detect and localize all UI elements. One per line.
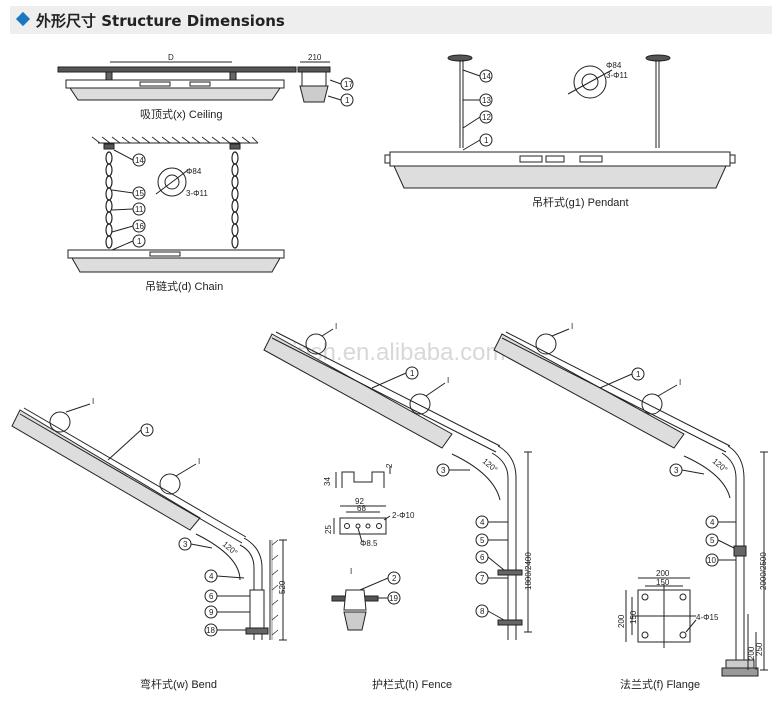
part-4-bend: 4 (209, 572, 214, 581)
dim-25: 25 (324, 525, 333, 534)
page-title: 外形尺寸 Structure Dimensions (36, 12, 285, 30)
part-11-chain: 11 (135, 205, 144, 214)
part-1-pendant: 1 (484, 136, 489, 145)
part-4-fence: 4 (480, 518, 485, 527)
part-16-chain: 16 (135, 222, 144, 231)
part-3-flange: 3 (674, 466, 679, 475)
dim-2000: 2000/2500 (759, 552, 768, 590)
dim-2: 2 (385, 463, 394, 468)
part-9-bend: 9 (209, 608, 214, 617)
part-1-flange: 1 (636, 370, 641, 379)
part-5-fence: 5 (480, 536, 485, 545)
pendant-view (384, 54, 736, 189)
part-3-bend: 3 (183, 540, 188, 549)
part-1: 1 (345, 96, 350, 105)
dim-f200: 200 (656, 569, 670, 578)
chain-view (67, 136, 285, 273)
part-18-bend: 18 (206, 626, 215, 635)
part-1-chain: 1 (137, 237, 142, 246)
dim-h200: 200 (747, 646, 756, 660)
part-8-fence: 8 (480, 607, 485, 616)
dim-f150v: 150 (629, 610, 638, 624)
caption-flange: 法兰式(f) Flange (620, 677, 700, 691)
dim-120-fence: 120° (481, 457, 499, 475)
dim-d: D (168, 53, 174, 62)
detail-i-bend-1: I (92, 397, 94, 406)
detail-i-fence-2: I (447, 376, 449, 385)
dim-210: 210 (308, 53, 322, 62)
dim-slot: 2-Φ10 (392, 511, 415, 520)
part-6-fence: 6 (480, 553, 485, 562)
part-15-chain: 15 (135, 189, 144, 198)
caption-ceiling: 吸顶式(x) Ceiling (140, 108, 223, 121)
dim-holes-chain: 3-Φ11 (186, 189, 208, 198)
part-19: 19 (389, 594, 398, 603)
detail-i-flange-2: I (679, 378, 681, 387)
part-12-pendant: 12 (482, 113, 491, 122)
part-17: 17 (344, 80, 353, 89)
bend-view (11, 407, 287, 641)
ceiling-view: D (57, 53, 297, 101)
part-10-flange: 10 (707, 556, 716, 565)
dim-f200v: 200 (617, 614, 626, 628)
dim-1800: 1800/2400 (524, 552, 533, 590)
part-13-pendant: 13 (482, 96, 491, 105)
part-2: 2 (392, 574, 397, 583)
dim-120-flange: 120° (711, 457, 729, 475)
dim-phi84-chain: Φ84 (186, 167, 202, 176)
detail-i-bend-2: I (198, 457, 200, 466)
part-6-bend: 6 (209, 592, 214, 601)
part-4-flange: 4 (710, 518, 715, 527)
dim-holes-pendant: 3-Φ11 (606, 71, 628, 80)
part-14-pendant: 14 (482, 72, 491, 81)
detail-i-flange-1: I (571, 322, 573, 331)
caption-fence: 护栏式(h) Fence (372, 677, 452, 691)
watermark: jpsh.en.alibaba.com (291, 339, 505, 366)
part-14-chain: 14 (135, 156, 144, 165)
part-3-fence: 3 (441, 466, 446, 475)
dim-phi84-pendant: Φ84 (606, 61, 622, 70)
part-7-fence: 7 (480, 574, 485, 583)
dim-68: 68 (357, 504, 366, 513)
dim-92: 92 (355, 497, 364, 506)
caption-chain: 吊链式(d) Chain (145, 279, 223, 293)
detail-i-fence-1: I (335, 322, 337, 331)
dim-fholes: 4-Φ15 (696, 613, 719, 622)
part-1-fence: 1 (410, 369, 415, 378)
section-header: 外形尺寸 Structure Dimensions (10, 6, 772, 34)
dim-520: 520 (278, 580, 287, 594)
dim-h250: 250 (755, 642, 764, 656)
ceiling-side-view: 210 (297, 53, 331, 103)
dim-120-bend: 120° (221, 540, 239, 558)
caption-bend: 弯杆式(w) Bend (140, 677, 217, 691)
part-1-bend: 1 (145, 426, 150, 435)
dim-f150: 150 (656, 578, 670, 587)
flange-view (493, 331, 768, 677)
fence-view (263, 331, 532, 640)
dim-phi85: Φ8.5 (360, 539, 378, 548)
clamp-detail: 34 2 92 68 25 2-Φ10 Φ8.5 (323, 463, 415, 548)
caption-pendant: 吊杆式(g1) Pendant (532, 195, 629, 209)
fitting-detail: I (331, 567, 379, 631)
detail-i-fitting: I (350, 567, 352, 576)
part-5-flange: 5 (710, 536, 715, 545)
dim-34: 34 (323, 477, 332, 486)
